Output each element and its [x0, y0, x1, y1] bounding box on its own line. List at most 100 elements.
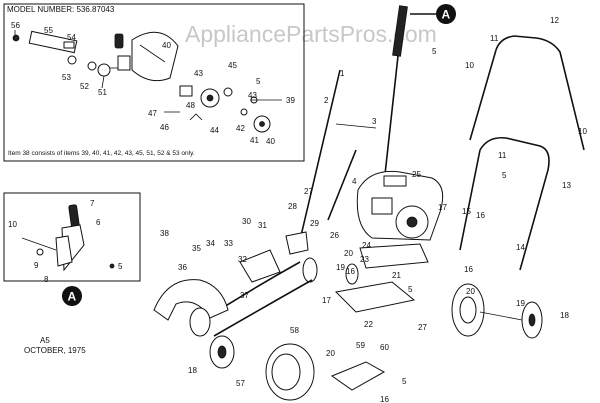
part-label-33: 33	[224, 239, 233, 248]
depth-adjust-parts	[21, 204, 115, 272]
front-wheel	[265, 343, 315, 401]
part-label-6: 6	[96, 218, 101, 227]
part-label-52: 52	[80, 82, 89, 91]
part-label-29: 29	[310, 219, 319, 228]
part-label-35: 35	[192, 244, 201, 253]
upper-handle	[495, 35, 585, 151]
part-label-5-top: 5	[432, 47, 437, 56]
part-label-43-b: 43	[248, 91, 257, 100]
part-label-54: 54	[67, 33, 76, 42]
part-label-21: 21	[392, 271, 401, 280]
part-label-46: 46	[160, 123, 169, 132]
part-label-8: 8	[44, 275, 49, 284]
blade-guard	[153, 279, 229, 321]
part-label-16-top: 16	[476, 211, 485, 220]
lower-handle-left-rail	[459, 149, 481, 251]
model-number-label: MODEL NUMBER: 536.87043	[7, 5, 115, 14]
part-label-56: 56	[11, 21, 20, 30]
svg-text:A: A	[68, 290, 77, 304]
control-rod-1	[299, 69, 341, 241]
blade-shaft-group	[12, 30, 282, 133]
inset-box-a-depth-adjust	[3, 192, 141, 282]
inset-box-blade-assembly	[3, 3, 305, 162]
part-label-15: 15	[462, 207, 471, 216]
part-label-32: 32	[238, 255, 247, 264]
depth-adjust-handle	[392, 5, 408, 57]
part-label-10-top: 10	[465, 61, 474, 70]
part-label-18-left: 18	[188, 366, 197, 375]
part-label-55: 55	[44, 26, 53, 35]
part-label-3: 3	[372, 117, 377, 126]
blade-bracket	[239, 249, 281, 283]
part-label-11-mid: 11	[498, 151, 507, 160]
part-label-48: 48	[186, 101, 195, 110]
part-label-10-inset: 10	[8, 220, 17, 229]
part-label-45: 45	[228, 61, 237, 70]
part-label-4: 4	[352, 177, 357, 186]
part-label-43: 43	[194, 69, 203, 78]
part-label-16-low: 16	[346, 267, 355, 276]
part-label-25: 25	[412, 170, 421, 179]
part-label-30: 30	[242, 217, 251, 226]
part-label-39: 39	[286, 96, 295, 105]
part-label-10-right: 10	[578, 127, 587, 136]
part-label-53: 53	[62, 73, 71, 82]
wheel-bracket	[330, 361, 386, 391]
rear-wheel	[451, 283, 523, 337]
part-label-5-bottom: 5	[402, 377, 407, 386]
engine	[356, 170, 444, 241]
part-label-1: 1	[340, 69, 345, 78]
date-code: A5	[40, 336, 50, 345]
part-label-5-inset-a: 5	[118, 262, 123, 271]
engine-pulley	[302, 257, 318, 283]
part-label-34: 34	[206, 239, 215, 248]
part-label-16-bottom: 16	[380, 395, 389, 403]
svg-text:A: A	[442, 8, 451, 22]
part-label-26: 26	[330, 231, 339, 240]
part-label-18-right: 18	[560, 311, 569, 320]
part-label-2: 2	[324, 96, 329, 105]
part-label-11-top: 11	[490, 34, 499, 43]
part-label-27-low: 27	[418, 323, 427, 332]
part-label-19-right: 19	[516, 299, 525, 308]
part-label-19-mid: 19	[336, 263, 345, 272]
part-label-20-mid: 20	[344, 249, 353, 258]
part-label-17-mid: 17	[322, 296, 331, 305]
part-label-31: 31	[258, 221, 267, 230]
part-label-23: 23	[360, 255, 369, 264]
part-label-51: 51	[98, 88, 107, 97]
part-label-9: 9	[34, 261, 39, 270]
part-label-40-top: 40	[162, 41, 171, 50]
part-label-27: 27	[304, 187, 313, 196]
upper-handle-left-rail	[469, 49, 497, 141]
part-label-38: 38	[160, 229, 169, 238]
part-label-5-inset: 5	[256, 77, 261, 86]
part-label-5-low: 5	[408, 285, 413, 294]
part-label-44: 44	[210, 126, 219, 135]
part-label-37: 37	[240, 291, 249, 300]
part-label-28: 28	[288, 202, 297, 211]
part-label-42: 42	[236, 124, 245, 133]
part-label-20-right: 20	[466, 287, 475, 296]
part-label-60: 60	[380, 343, 389, 352]
part-label-20-front: 20	[326, 349, 335, 358]
callout-a-top: A	[410, 4, 456, 24]
part-label-7: 7	[90, 199, 95, 208]
part-label-41: 41	[250, 136, 259, 145]
brush-wheel	[521, 301, 543, 339]
part-label-16-mid: 16	[464, 265, 473, 274]
part-label-47: 47	[148, 109, 157, 118]
callout-a-bottom: A	[62, 286, 82, 306]
part-label-14: 14	[516, 243, 525, 252]
part-label-24: 24	[362, 241, 371, 250]
part-label-59: 59	[356, 341, 365, 350]
part-label-12: 12	[550, 16, 559, 25]
part-label-57: 57	[236, 379, 245, 388]
part-label-58: 58	[290, 326, 299, 335]
part-label-36: 36	[178, 263, 187, 272]
mounting-plate	[334, 281, 416, 313]
blade-hub	[209, 335, 235, 369]
part-label-5-mid: 5	[502, 171, 507, 180]
part-label-40-bottom: 40	[266, 137, 275, 146]
